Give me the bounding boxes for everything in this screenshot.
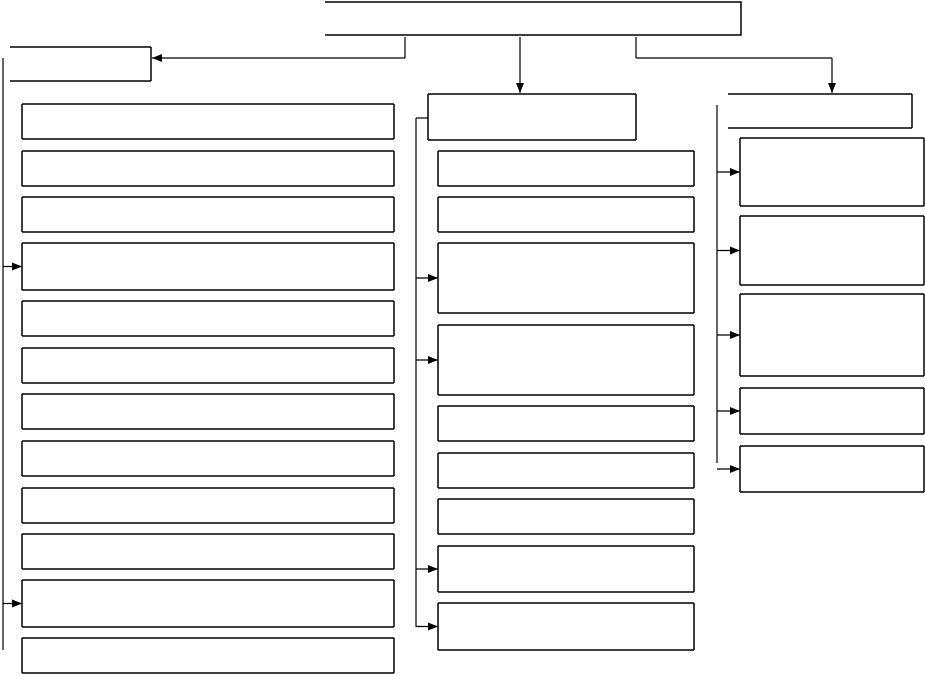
left-item-box <box>21 196 395 233</box>
left-item-box <box>21 637 395 674</box>
right-branch-header <box>728 93 913 129</box>
right-item-box <box>739 137 925 207</box>
right-item-box <box>739 215 925 286</box>
middle-item-box <box>437 196 695 233</box>
middle-item-box <box>437 545 695 593</box>
left-item-box <box>21 242 395 291</box>
right-item-box <box>739 293 925 377</box>
right-item-box <box>739 445 925 493</box>
middle-item-box <box>437 602 695 651</box>
left-item-box <box>21 487 395 524</box>
root-box <box>325 1 742 36</box>
left-item-box <box>21 440 395 477</box>
middle-item-box <box>437 150 695 187</box>
left-item-box <box>21 393 395 430</box>
middle-item-box <box>437 405 695 442</box>
middle-item-box <box>437 452 695 489</box>
left-branch-header <box>10 46 152 82</box>
middle-item-box <box>437 498 695 535</box>
left-item-box <box>21 300 395 337</box>
right-item-box <box>739 387 925 435</box>
left-item-box <box>21 347 395 384</box>
left-item-box <box>21 103 395 140</box>
left-item-box <box>21 150 395 187</box>
middle-branch-header <box>427 93 637 141</box>
left-item-box <box>21 579 395 628</box>
middle-item-box <box>437 324 695 396</box>
left-item-box <box>21 533 395 570</box>
middle-item-box <box>437 242 695 314</box>
